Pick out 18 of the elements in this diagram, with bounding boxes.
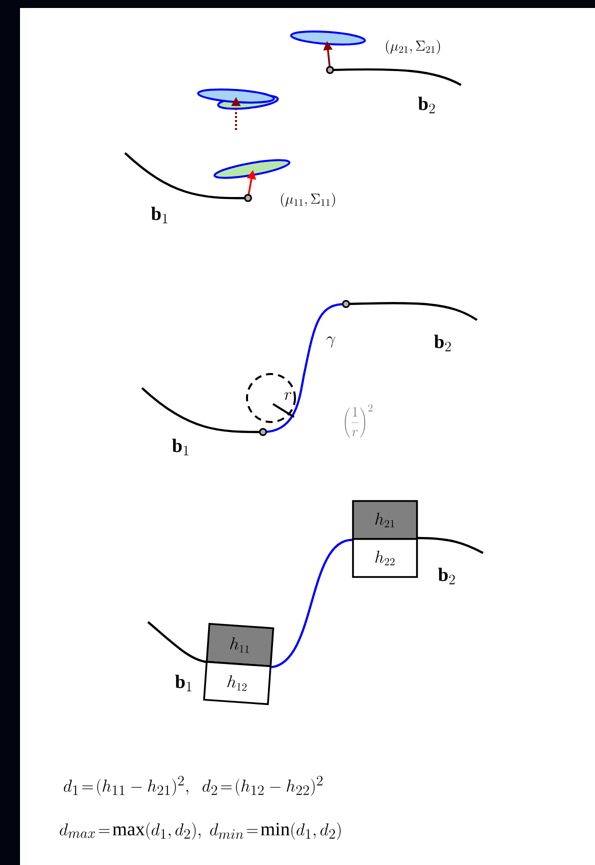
- math-label: $\mathbf{b}_{2}$: [438, 568, 455, 584]
- formula: $d_1\!=\!(h_{11}-h_{21})^2,\ \ d_2\!=\!(h_{12}-h_{22})^2$: [64, 776, 322, 796]
- math-label: $\mathbf{b}_{2}$: [434, 334, 451, 352]
- math-label: $(\mu_{11},\Sigma_{11})$: [281, 192, 335, 208]
- math-label: $r$: [284, 392, 292, 400]
- table-cell: $h_{11}$: [206, 622, 274, 668]
- table-cell: $h_{22}$: [352, 538, 418, 578]
- math-label: $\gamma$: [326, 336, 336, 348]
- curve: [271, 538, 352, 668]
- math-label: $\mathbf{b}_{2}$: [418, 96, 435, 114]
- table-cell: $h_{21}$: [352, 500, 418, 540]
- table-cell: $h_{12}$: [203, 660, 272, 706]
- math-label: $(\mu_{21},\Sigma_{21})$: [386, 40, 440, 54]
- math-label: $\mathbf{b}_{1}$: [172, 438, 188, 456]
- math-label: $\mathbf{b}_{1}$: [175, 674, 192, 692]
- math-label: $\left(\frac{1}{r}\right)^{2}$: [344, 404, 372, 438]
- math-label: $\mathbf{b}_{1}$: [151, 206, 168, 224]
- formula: $d_{max}\!=\!\max(d_1,d_2),\ d_{min}\!=\!\min(d_1,d_2)$: [60, 822, 341, 840]
